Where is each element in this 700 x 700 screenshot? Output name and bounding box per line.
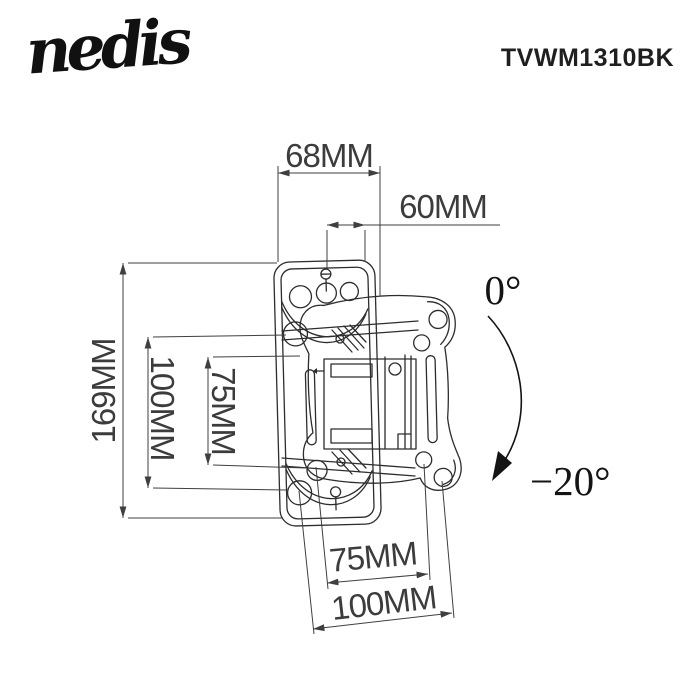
vesa-slot [304, 369, 317, 446]
dim-label-169mm: 169MM [85, 338, 122, 443]
top-hinge-arm [281, 320, 419, 353]
mount-hole [288, 285, 313, 309]
dim-label-100mm-left: 100MM [144, 355, 181, 460]
keyhole [286, 480, 313, 506]
dim-label-68mm: 68MM [285, 137, 373, 174]
wall-mount-bracket [273, 259, 462, 527]
tilt-label-minus20deg: −20° [530, 458, 611, 504]
dim-label-75mm-left: 75MM [205, 367, 242, 455]
dimension-annotations: 68MM 60MM 169MM 100M [85, 137, 500, 635]
wall-plate [273, 259, 382, 527]
dim-label-75mm-bottom: 75MM [328, 534, 419, 579]
dim-60mm: 60MM [326, 188, 500, 268]
dim-169mm: 169MM [85, 262, 282, 519]
vesa-hole [413, 334, 431, 352]
vesa-slot [425, 355, 438, 444]
pivot-screw [336, 457, 346, 467]
dim-68mm: 68MM [277, 137, 381, 296]
dim-75mm-left: 75MM [204, 355, 307, 469]
dim-label-100mm-bottom: 100MM [329, 578, 438, 627]
dim-100mm-left: 100MM [144, 334, 287, 491]
tilt-housing [313, 354, 417, 450]
vesa-hole [433, 467, 453, 488]
dim-75mm-bottom: 75MM [315, 463, 431, 590]
bottom-hinge-arm [281, 448, 416, 477]
tilt-label-0deg: 0° [485, 267, 522, 313]
adjustment-hole [388, 362, 402, 376]
vesa-hole [428, 309, 448, 330]
tilt-annotation: 0° −20° [485, 267, 611, 504]
pivot-screw [335, 334, 345, 344]
screw-icon [329, 486, 342, 498]
dim-label-60mm: 60MM [399, 188, 487, 225]
mount-hole [339, 281, 359, 302]
product-code: TVWM1310BK [500, 44, 674, 72]
tilt-arrow-icon [487, 315, 523, 481]
